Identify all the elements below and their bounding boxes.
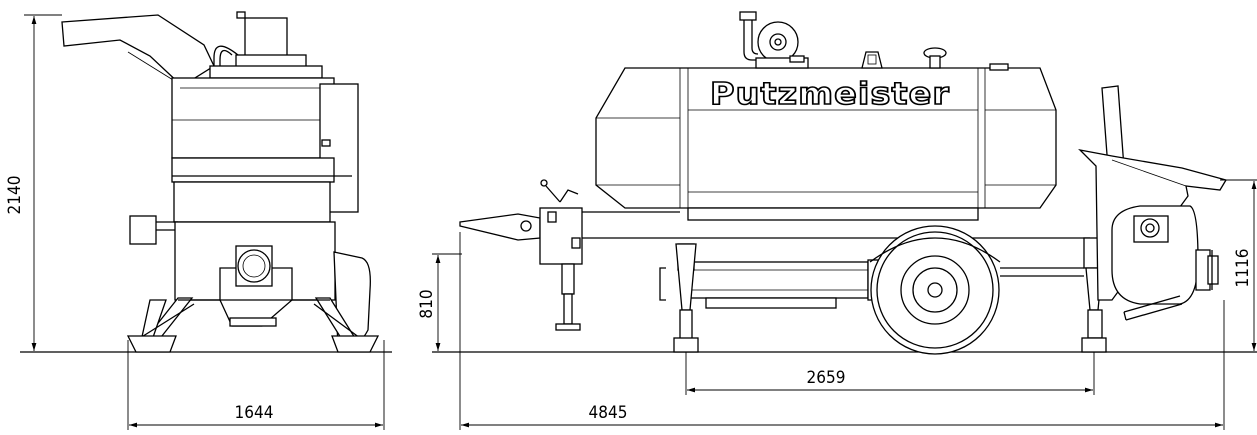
label-front-width: 1644 [235,403,274,423]
label-wheelbase: 2659 [807,368,846,388]
label-hopper-height: 1116 [1233,249,1253,288]
brand-logo: Putzmeister [710,77,950,112]
dimension-coupling-height: 810 [417,253,462,351]
dimension-wheelbase: 2659 [685,352,1095,395]
dimension-overall-length: 4845 [459,232,1225,430]
label-coupling-height: 810 [417,289,437,318]
dimension-hopper-height: 1116 [1220,179,1257,351]
label-overall-length: 4845 [589,403,628,423]
dimension-front-width: 1644 [127,340,385,430]
front-view [20,11,392,353]
side-view: Putzmeister [432,11,1257,355]
dimension-front-height: 2140 [5,14,62,351]
label-front-height: 2140 [5,176,25,215]
